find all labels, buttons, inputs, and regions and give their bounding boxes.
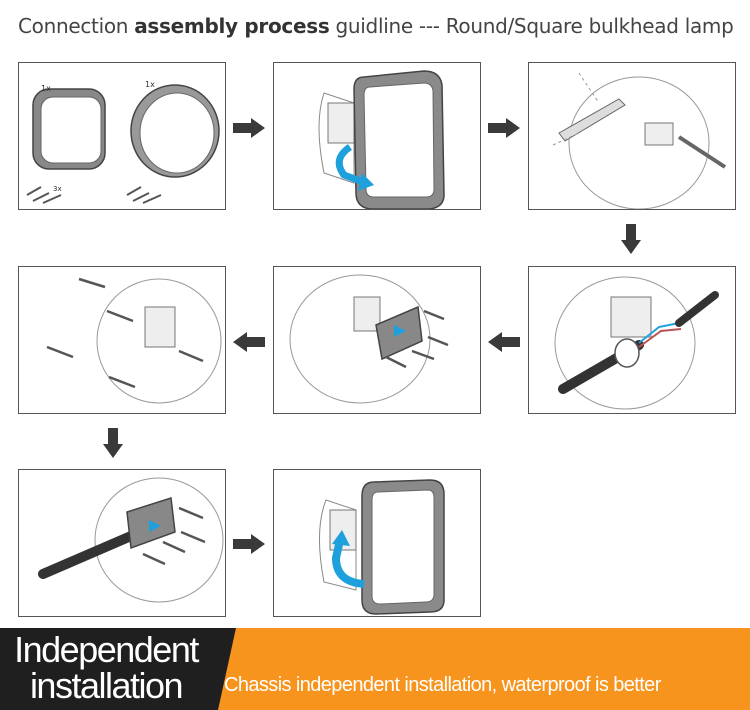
step-6-panel: [18, 266, 226, 414]
page-title: Connection assembly process guidline ---…: [18, 14, 734, 38]
footer-banner: Independent installation Chassis indepen…: [0, 628, 750, 710]
step-1-qty-screws: 3x: [53, 185, 62, 193]
step-1-panel: 1x 1x 3x: [18, 62, 226, 210]
step-7-panel: [18, 469, 226, 617]
footer-wedge: [218, 628, 236, 710]
arrow-left-icon: [233, 332, 265, 352]
title-suffix: guidline --- Round/Square bulkhead lamp: [329, 14, 734, 38]
footer-dark-block: [0, 628, 218, 710]
step-7-illustration: [38, 477, 224, 603]
title-prefix: Connection: [18, 14, 135, 38]
footer-heading-line2: installation: [29, 665, 184, 706]
arrow-right-icon: [488, 118, 520, 138]
step-4-illustration: [554, 276, 719, 410]
step-2-panel: [273, 62, 481, 210]
footer-tagline: Chassis independent installation, waterp…: [224, 674, 661, 696]
arrow-down-icon: [103, 428, 123, 458]
step-1-qty-square: 1x: [41, 84, 51, 93]
step-6-illustration: [46, 277, 222, 404]
step-8-panel: [273, 469, 481, 617]
step-5-illustration: [289, 274, 449, 404]
footer-heading: Independent installation: [6, 632, 206, 704]
step-1-qty-round: 1x: [145, 80, 155, 89]
title-bold: assembly process: [134, 14, 330, 38]
arrow-right-icon: [233, 118, 265, 138]
footer-heading-line1: Independent: [14, 629, 199, 670]
step-4-panel: [528, 266, 736, 414]
step-2-illustration: [318, 70, 445, 209]
step-8-illustration: [319, 479, 445, 615]
arrow-down-icon: [621, 224, 641, 254]
arrow-left-icon: [488, 332, 520, 352]
step-3-illustration: [552, 72, 727, 209]
step-1-illustration: 1x 1x 3x: [26, 80, 220, 204]
step-5-panel: [273, 266, 481, 414]
step-3-panel: [528, 62, 736, 210]
arrow-right-icon: [233, 534, 265, 554]
